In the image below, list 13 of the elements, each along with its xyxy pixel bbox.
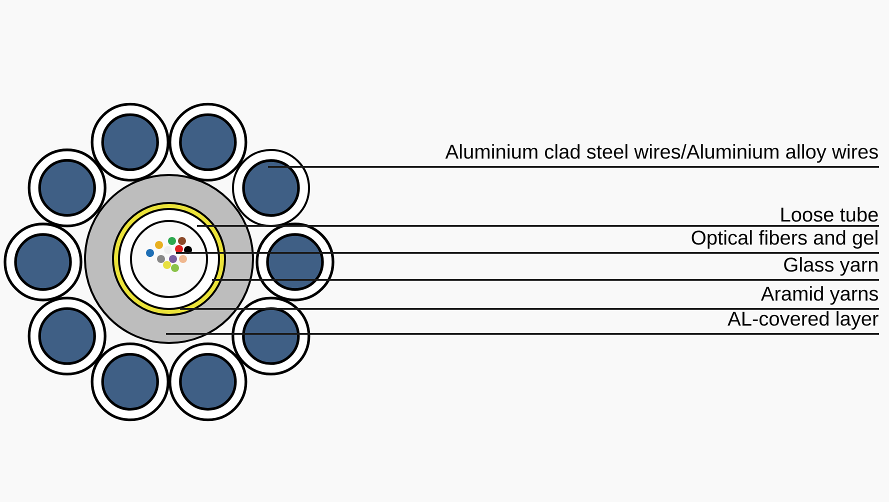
leader-line: [180, 308, 879, 310]
leader-line: [197, 225, 879, 227]
wire: [232, 149, 310, 227]
optical-fiber: [184, 246, 192, 254]
part-label: Loose tube: [781, 207, 878, 222]
leader-line: [268, 166, 879, 168]
part-label: Aramid yarns: [760, 286, 878, 305]
leader-line: [176, 252, 879, 254]
part-label: Aluminium clad steel wires/Aluminium alloy wires: [445, 144, 878, 163]
part-label: Optical fibers and gel: [692, 230, 878, 249]
leader-line: [212, 279, 879, 281]
part-label: Glass yarn: [784, 257, 878, 276]
part-label: AL-covered layer: [728, 311, 878, 330]
